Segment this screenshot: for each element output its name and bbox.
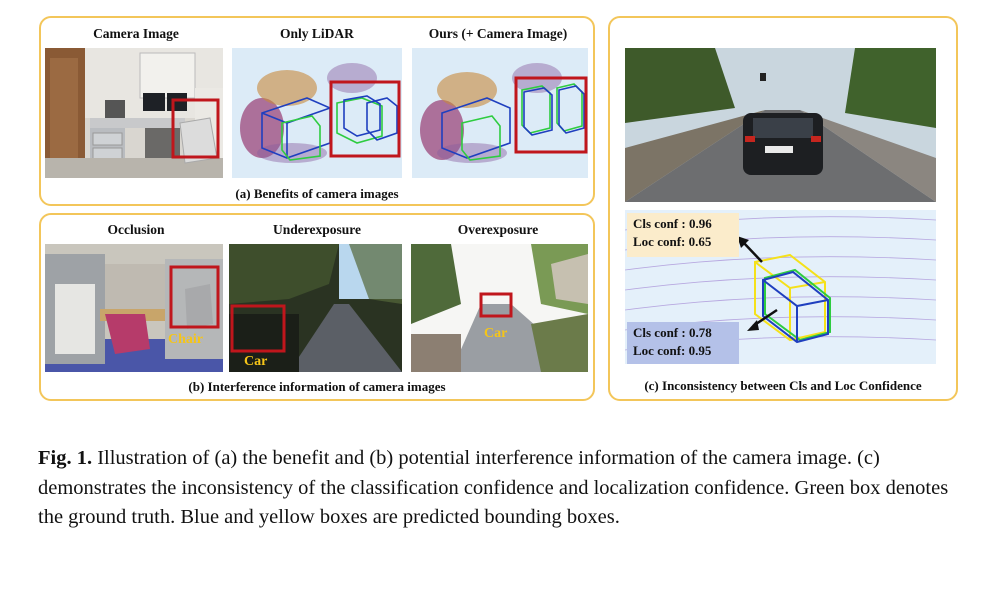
- label-chair: Chair: [168, 332, 203, 347]
- caption-a: (a) Benefits of camera images: [235, 186, 399, 201]
- conf-box-yellow: Cls conf : 0.96 Loc conf: 0.65: [627, 213, 739, 257]
- caption-c: (c) Inconsistency between Cls and Loc Co…: [644, 378, 922, 393]
- header-ours-camera: Ours (+ Camera Image): [428, 26, 568, 41]
- street-scene-image: [625, 48, 936, 202]
- cls-conf-yellow: Cls conf : 0.96: [633, 216, 712, 231]
- loc-conf-blue: Loc conf: 0.95: [633, 343, 712, 358]
- ours-pointcloud: [412, 48, 588, 178]
- underexposure-image: [229, 244, 402, 372]
- header-overexposure: Overexposure: [457, 222, 539, 237]
- header-underexposure: Underexposure: [272, 222, 361, 237]
- camera-image-office: [45, 48, 223, 178]
- figure-label: Fig. 1.: [38, 447, 93, 469]
- conf-box-blue: Cls conf : 0.78 Loc conf: 0.95: [627, 322, 739, 364]
- figure-caption: Fig. 1. Illustration of (a) the benefit …: [38, 444, 963, 533]
- figure-caption-text: Illustration of (a) the benefit and (b) …: [38, 447, 949, 528]
- caption-b: (b) Interference information of camera i…: [188, 379, 446, 394]
- cls-conf-blue: Cls conf : 0.78: [633, 325, 712, 340]
- occlusion-image: [45, 244, 223, 372]
- overexposure-image: [411, 244, 588, 372]
- header-occlusion: Occlusion: [107, 222, 165, 237]
- label-car-under: Car: [244, 354, 268, 369]
- header-only-lidar: Only LiDAR: [280, 26, 354, 41]
- header-camera-image: Camera Image: [93, 26, 179, 41]
- lidar-only-pointcloud: [232, 48, 402, 178]
- label-car-over: Car: [484, 326, 508, 341]
- loc-conf-yellow: Loc conf: 0.65: [633, 234, 712, 249]
